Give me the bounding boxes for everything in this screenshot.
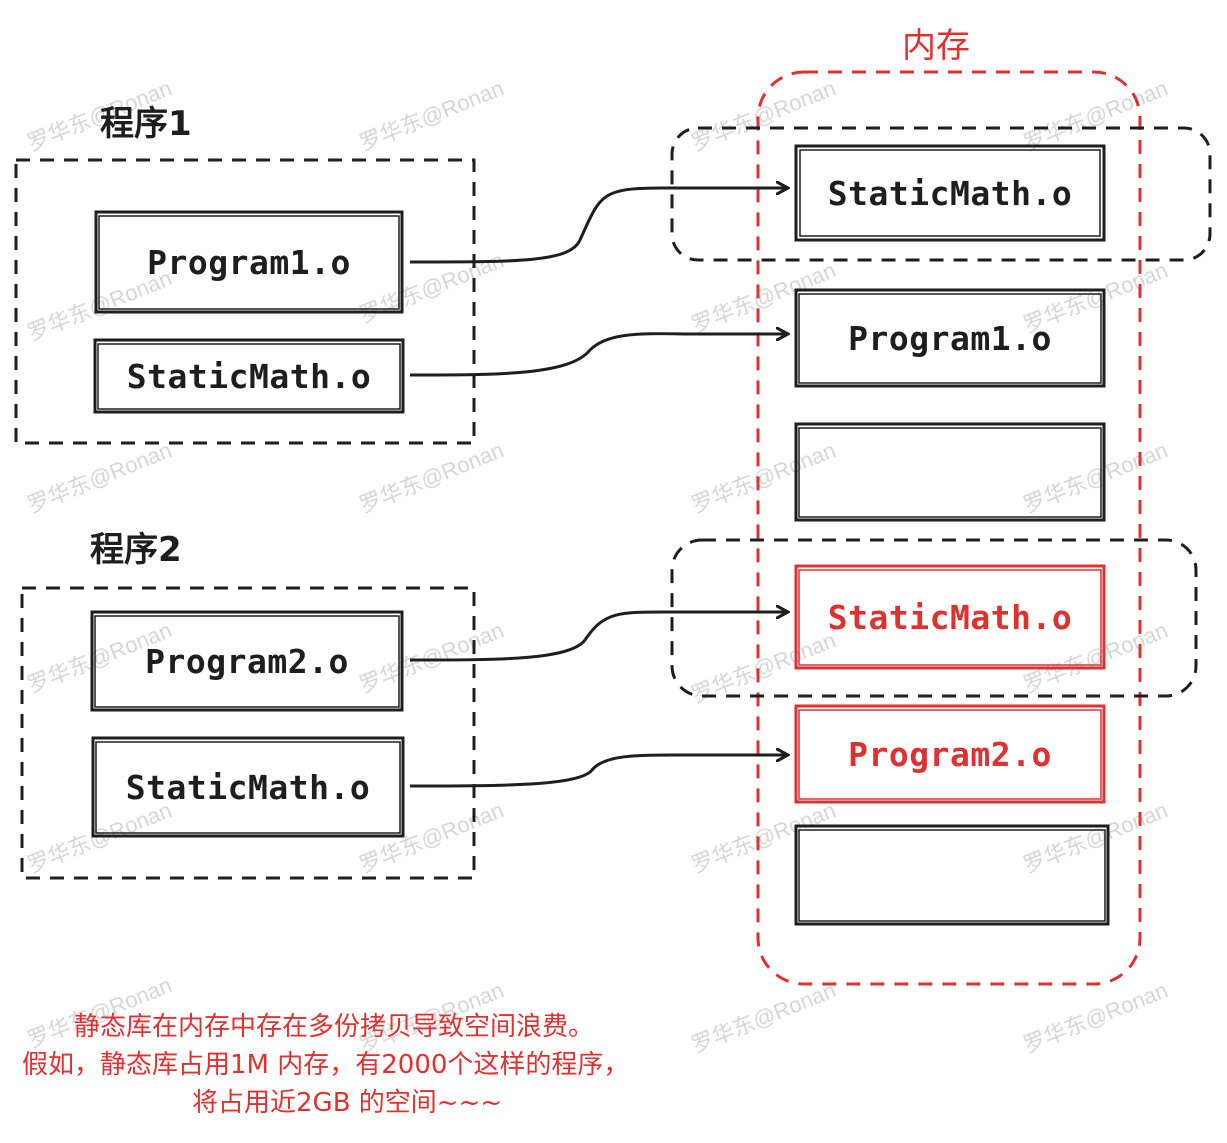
arrow-p2-lib-to-memory bbox=[409, 755, 788, 788]
memory-block-1-label: StaticMath.o bbox=[827, 173, 1073, 213]
arrow-p1-lib-to-memory bbox=[409, 334, 788, 377]
arrow-p1-file-to-memory bbox=[409, 188, 788, 264]
shared-lib-highlight-2 bbox=[670, 538, 1198, 698]
program2-lib-label: StaticMath.o bbox=[125, 768, 371, 807]
memory-block-2 bbox=[794, 288, 1106, 388]
program1-file-box bbox=[94, 210, 404, 314]
memory-block-4-label: StaticMath.o bbox=[827, 598, 1073, 637]
memory-block-3 bbox=[794, 422, 1106, 522]
memory-block-4 bbox=[794, 564, 1106, 670]
memory-title: 内存 bbox=[902, 26, 970, 66]
memory-block-2-label: Program1.o bbox=[848, 319, 1052, 358]
program1-group-border bbox=[14, 158, 476, 445]
arrow-p2-file-to-memory bbox=[409, 612, 788, 662]
memory-block-6 bbox=[794, 824, 1110, 926]
memory-block-5-label: Program2.o bbox=[848, 735, 1052, 774]
shared-lib-highlight-1 bbox=[670, 126, 1212, 262]
note-line-2: 假如，静态库占用1M 内存，有2000个这样的程序， bbox=[22, 1050, 630, 1080]
program2-group-border bbox=[20, 586, 476, 880]
memory-block-1 bbox=[794, 144, 1106, 242]
memory-block-5 bbox=[794, 704, 1106, 804]
program2-file-box bbox=[90, 610, 404, 712]
program2-lib-box bbox=[91, 736, 405, 838]
program2-file-label: Program2.o bbox=[145, 642, 349, 681]
program1-file-label: Program1.o bbox=[147, 243, 351, 282]
note-line-3: 将占用近2GB 的空间~~~ bbox=[192, 1088, 503, 1118]
note-line-1: 静态库在内存中存在多份拷贝导致空间浪费。 bbox=[74, 1012, 595, 1042]
program1-lib-box bbox=[93, 338, 405, 414]
program1-lib-label: StaticMath.o bbox=[126, 357, 372, 396]
memory-block-6-label bbox=[799, 830, 1105, 921]
program1-label: 程序1 bbox=[100, 104, 192, 144]
memory-block-3-label bbox=[799, 428, 1101, 517]
program2-label: 程序2 bbox=[90, 530, 182, 570]
memory-container bbox=[756, 70, 1142, 986]
